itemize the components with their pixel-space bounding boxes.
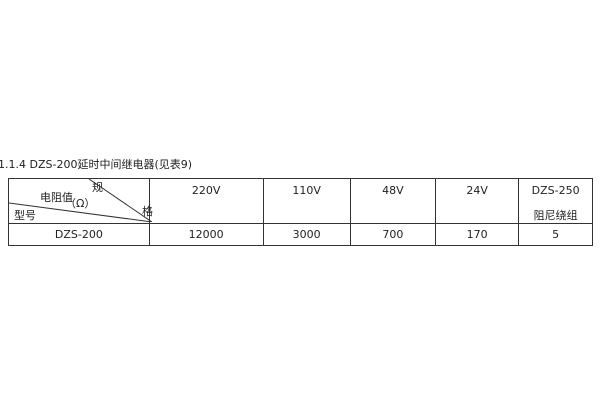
header-110v: 110V [262,178,351,224]
header-24v: 24V [435,178,520,224]
corner-label-model: 型号 [14,209,36,222]
corner-label-spec-2: 格 [142,205,153,218]
resistance-table: 规 格 电阻值 （Ω） 型号 220V 110V 48V 24V DZS-250… [8,178,593,246]
value-cell-dzs-250: 5 [518,223,593,246]
corner-label-unit: （Ω） [65,197,96,210]
header-row: 规 格 电阻值 （Ω） 型号 220V 110V 48V 24V DZS-250… [8,178,593,224]
table-row: DZS-200 12000 3000 700 170 5 [8,223,593,246]
diagonal-lines [9,179,152,222]
value-cell-24v: 170 [435,223,520,246]
header-48v: 48V [349,178,437,224]
value-cell-48v: 700 [349,223,437,246]
value-cell-220v: 12000 [148,223,264,246]
corner-label-spec-1: 规 [92,181,103,194]
value-cell-110v: 3000 [262,223,351,246]
header-dzs-250: DZS-250 阻尼绕组 [518,178,593,224]
diagonal-header-cell: 规 格 电阻值 （Ω） 型号 [8,178,153,224]
corner-label-resistance: 电阻值 [40,191,73,204]
header-220v: 220V [148,178,264,224]
model-cell: DZS-200 [8,223,150,246]
table-caption: 1.1.4 DZS-200延时中间继电器(见表9) [0,158,193,171]
